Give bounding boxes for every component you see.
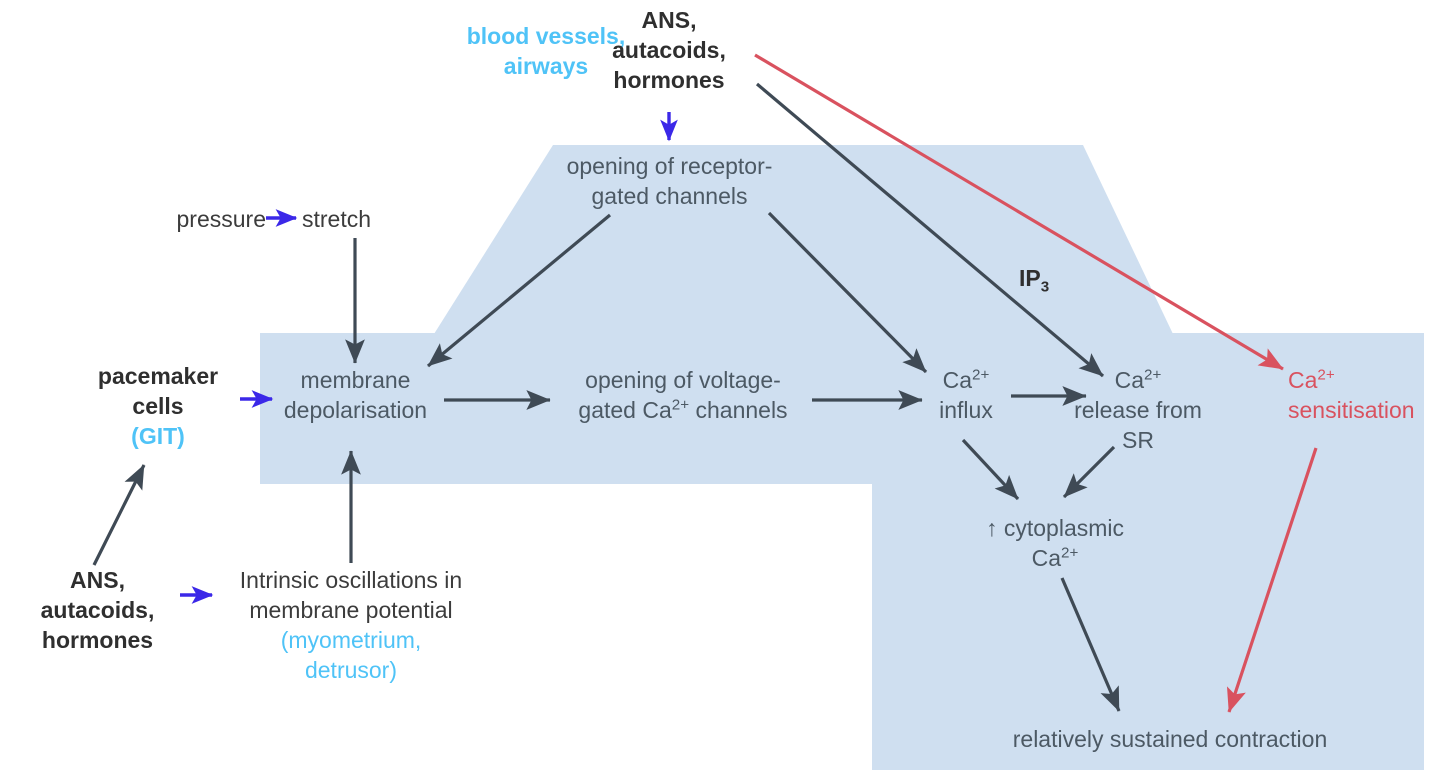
node-cytoplasmic-calcium: ↑ cytoplasmic Ca2+ (955, 514, 1155, 574)
ans-bottom-line1: ANS, (70, 567, 125, 593)
ans-top-line2: autacoids, (612, 36, 726, 63)
pacemaker-line3-git: (GIT) (131, 422, 185, 449)
arrow-cytoplasmic-to-contraction (1060, 577, 1121, 712)
arrow-ans-to-sensitisation (754, 53, 1284, 371)
voltage-gated-line2: gated Ca2+ channels (558, 396, 808, 426)
ca-influx-line1: Ca2+ (920, 366, 1012, 396)
label-ip3: IP3 (1019, 265, 1049, 295)
intrinsic-line2: membrane potential (249, 596, 453, 623)
node-stretch: stretch (302, 206, 372, 232)
arrow-sensitisation-to-contraction (1226, 447, 1318, 713)
cytoplasmic-line2-sup: 2+ (1061, 544, 1079, 562)
pacemaker-line1: pacemaker (97, 363, 219, 389)
intrinsic-line4-detrusor: detrusor) (304, 656, 398, 683)
membrane-depol-line1: membrane (300, 367, 411, 393)
ca-release-line2: release from (1074, 396, 1202, 423)
blue-arrows (180, 112, 678, 604)
ans-top-line3: hormones (613, 66, 725, 93)
ca-release-line1-sup: 2+ (1144, 366, 1162, 384)
shaded-block-lower (872, 482, 1424, 770)
membrane-depol-line2: depolarisation (283, 396, 428, 423)
node-opening-receptor-gated-channels: opening of receptor- gated channels (537, 152, 802, 212)
ca-release-line1-pre: Ca (1114, 367, 1145, 393)
voltage-gated-line2-post: channels (689, 396, 788, 423)
cytoplasmic-line2-pre: Ca (1031, 544, 1062, 571)
ans-top-line1: ANS, (641, 7, 697, 33)
cytoplasmic-line1: ↑ cytoplasmic (985, 515, 1125, 541)
node-pressure: pressure (176, 206, 266, 232)
node-membrane-depolarisation: membrane depolarisation (268, 366, 443, 426)
arrow-ans-to-pacemaker (92, 464, 146, 566)
node-ca-sensitisation: Ca2+ sensitisation (1288, 366, 1440, 426)
ca-influx-line1-pre: Ca (942, 367, 973, 393)
ca-release-line3: SR (1122, 426, 1154, 453)
node-relatively-sustained-contraction: relatively sustained contraction (1012, 726, 1328, 752)
node-ans-autacoids-hormones-bottom: ANS, autacoids, hormones (20, 566, 175, 656)
ca-sensitisation-line1-pre: Ca (1288, 367, 1318, 393)
receptor-gated-line1: opening of receptor- (566, 153, 773, 179)
ca-sensitisation-line1-sup: 2+ (1317, 366, 1335, 384)
ip3-label: IP (1019, 265, 1041, 291)
voltage-gated-line2-sup: 2+ (671, 396, 690, 414)
voltage-gated-line2-pre: gated Ca (578, 396, 672, 423)
ca-release-line1: Ca2+ (1058, 366, 1218, 396)
arrow-receptor-to-membrane (426, 213, 612, 368)
red-arrows (754, 53, 1318, 713)
arrow-receptor-to-influx (767, 211, 928, 374)
ca-influx-line1-sup: 2+ (972, 366, 990, 384)
pacemaker-line2: cells (132, 392, 184, 419)
node-intrinsic-oscillations: Intrinsic oscillations in membrane poten… (212, 566, 490, 686)
ca-sensitisation-line1: Ca2+ (1288, 366, 1440, 396)
intrinsic-line1: Intrinsic oscillations in (239, 567, 463, 593)
receptor-gated-line2: gated channels (591, 182, 748, 209)
arrow-ans-to-ca-release (755, 82, 1105, 378)
node-ca-influx: Ca2+ influx (920, 366, 1012, 426)
intrinsic-line3-myometrium: (myometrium, (280, 626, 422, 653)
node-pacemaker-cells: pacemaker cells (GIT) (78, 362, 238, 452)
ans-bottom-line3: hormones (41, 626, 154, 653)
arrow-sr-to-cytoplasmic (1062, 445, 1116, 499)
ca-sensitisation-line2: sensitisation (1288, 396, 1415, 423)
voltage-gated-line1: opening of voltage- (585, 367, 781, 393)
node-ca-release-from-sr: Ca2+ release from SR (1058, 366, 1218, 456)
blood-vessels-line2: airways (503, 52, 589, 79)
ip3-subscript: 3 (1040, 278, 1050, 296)
dark-arrows (92, 82, 1121, 712)
node-blood-vessels-airways: blood vessels, airways (436, 22, 656, 82)
node-ans-autacoids-hormones-top: ANS, autacoids, hormones (589, 6, 749, 96)
ca-influx-line2: influx (939, 396, 993, 423)
shaded-band-main (260, 333, 1424, 484)
ans-bottom-line2: autacoids, (40, 596, 155, 623)
cytoplasmic-line2: Ca2+ (955, 544, 1155, 574)
node-opening-voltage-gated-ca-channels: opening of voltage- gated Ca2+ channels (558, 366, 808, 426)
arrow-influx-to-cytoplasmic (961, 438, 1020, 501)
blood-vessels-line1: blood vessels, (466, 23, 626, 49)
